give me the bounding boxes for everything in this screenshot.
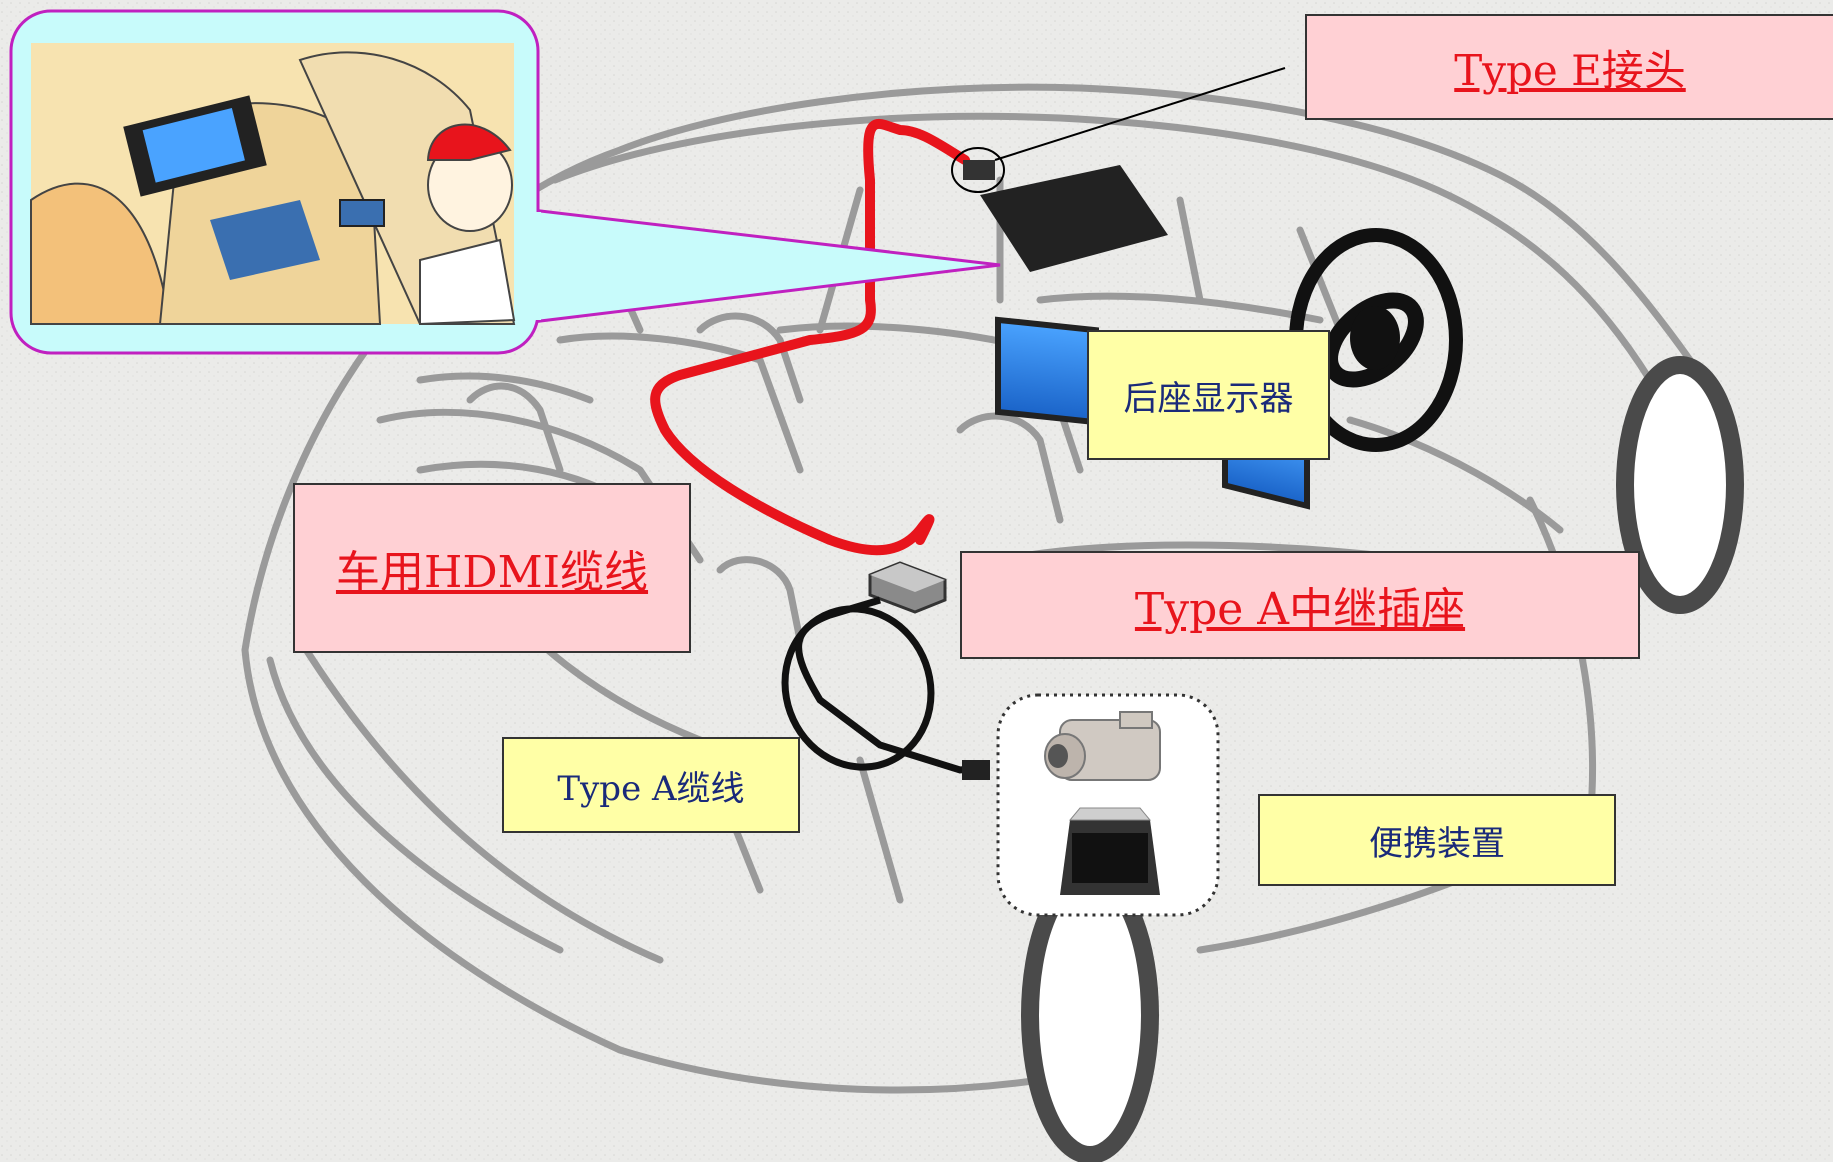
portable-player-icon: [1060, 807, 1160, 895]
type-a-cable-label: Type A缆线: [502, 737, 800, 833]
type-e-connector-link[interactable]: Type E接头: [1454, 45, 1686, 95]
rear-display-label: 后座显示器: [1087, 330, 1330, 460]
type-a-relay-socket-label: Type A中继插座: [960, 551, 1640, 659]
type-e-connector-label: Type E接头: [1305, 14, 1833, 120]
car-hdmi-cable-link[interactable]: 车用HDMI缆线: [335, 547, 649, 598]
wheels: [1021, 356, 1744, 1162]
relay-socket: [868, 561, 947, 614]
portable-device-label: 便携装置: [1258, 794, 1616, 886]
type-a-cable: [781, 596, 981, 774]
callout-balloon: [9, 9, 1001, 355]
type-a-relay-socket-link[interactable]: Type A中继插座: [1134, 584, 1466, 635]
type-a-plug: [962, 760, 990, 780]
portable-device-box: [996, 693, 1220, 917]
car-hdmi-cable-label: 车用HDMI缆线: [293, 483, 691, 653]
hdmi-cable: [650, 118, 970, 556]
type-e-connector: [951, 67, 1286, 193]
camcorder-icon: [1044, 711, 1161, 781]
